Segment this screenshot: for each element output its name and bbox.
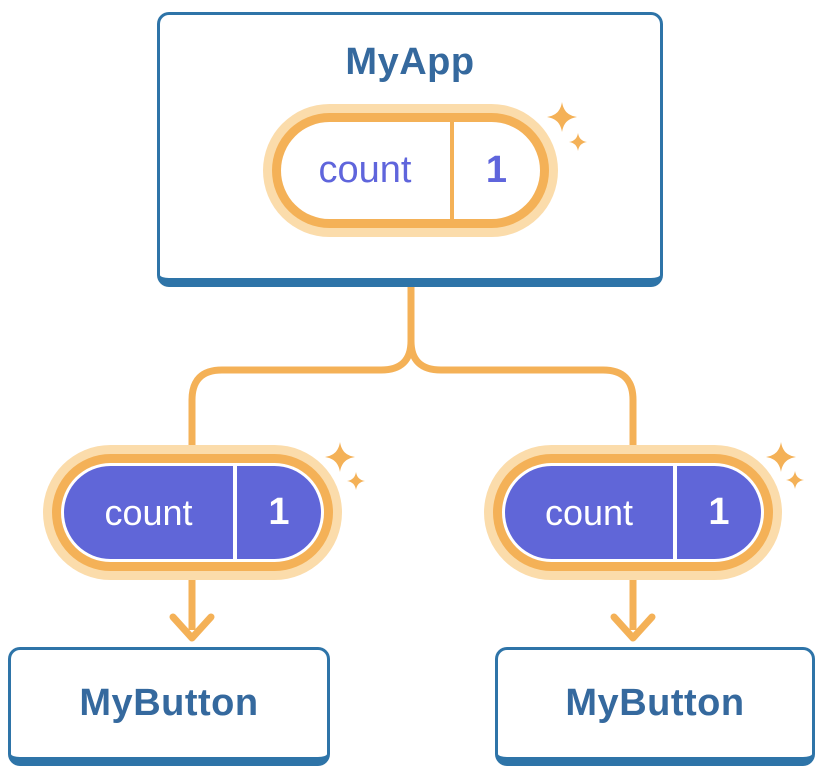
state-pill: count 1 (262, 104, 558, 237)
pill-ring: count 1 (493, 454, 773, 571)
state-pill: count 1 (484, 445, 782, 580)
state-value: 1 (485, 149, 508, 191)
sparkle-icon (325, 442, 365, 490)
component-title: MyButton (79, 682, 259, 724)
state-value: 1 (268, 491, 290, 533)
state-value: 1 (708, 491, 730, 533)
pill-divider (673, 466, 677, 559)
pill-ring: count 1 (52, 454, 333, 571)
component-title: MyButton (565, 682, 745, 724)
state-label: count (318, 149, 412, 191)
component-title: MyApp (345, 41, 475, 83)
pill-inner: count 1 (505, 466, 761, 559)
sparkle-icon (766, 442, 804, 489)
state-pill: count 1 (43, 445, 342, 580)
mybutton-card: MyButton (495, 647, 815, 766)
state-label: count (104, 491, 193, 533)
pill-divider (233, 466, 237, 559)
mybutton-card: MyButton (8, 647, 330, 766)
pill-body: count 1 (280, 122, 540, 219)
myapp-card: MyApp count 1 (157, 12, 663, 287)
pill-body: count 1 (61, 463, 324, 562)
connector-branch-right (407, 280, 637, 630)
arrow-down-icon (610, 613, 656, 642)
pill-divider (449, 122, 454, 219)
pill-inner: count 1 (64, 466, 321, 559)
pill-body: count 1 (502, 463, 764, 562)
sparkle-icon (547, 102, 587, 151)
arrow-down-icon (169, 613, 215, 642)
state-label: count (544, 491, 634, 533)
pill-ring: count 1 (271, 113, 549, 228)
